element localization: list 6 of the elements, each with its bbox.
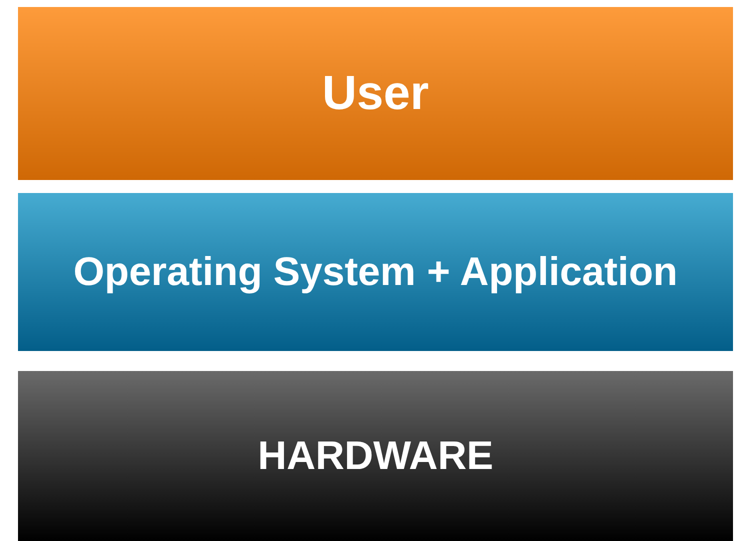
layer-block	[18, 193, 733, 351]
layer-block	[18, 7, 733, 180]
layer-label: HARDWARE	[258, 434, 494, 478]
layer-block	[18, 371, 733, 541]
layer-label: Operating System + Application	[73, 250, 678, 294]
layer-label: User	[322, 66, 429, 121]
